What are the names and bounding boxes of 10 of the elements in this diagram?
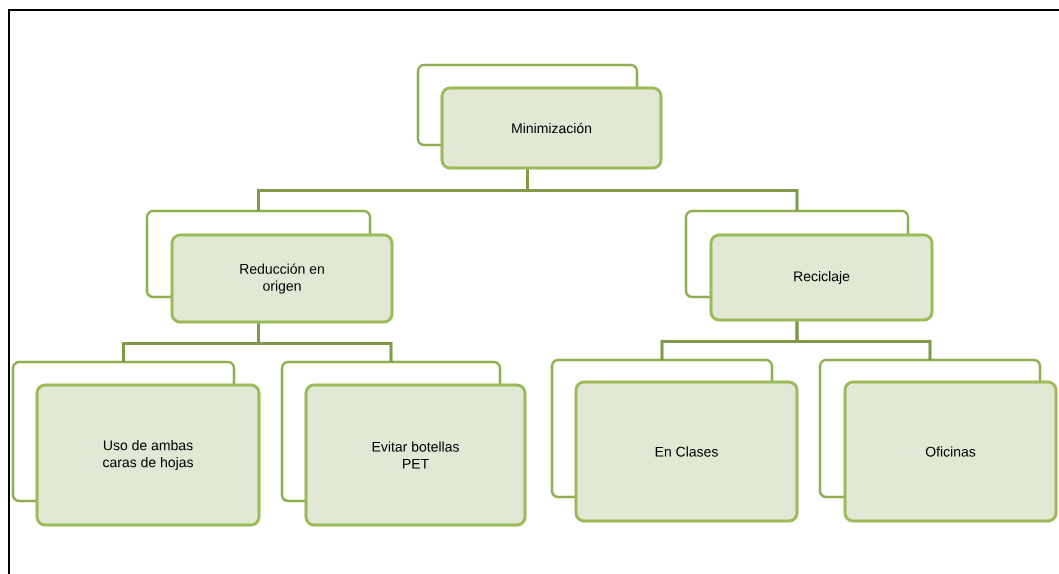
card-box: En Clases [550,358,799,523]
card-box: Uso de ambas caras de hojas [11,360,261,527]
card-box: Reducción en origen [145,209,394,324]
card-box: Oficinas [818,358,1058,523]
card-box: Evitar botellas PET [280,360,527,527]
connector-line [795,321,932,360]
connector-line [257,323,393,362]
card-box: Reciclaje [684,209,934,322]
connector-line [526,169,799,211]
card-box: Minimización [416,63,663,170]
